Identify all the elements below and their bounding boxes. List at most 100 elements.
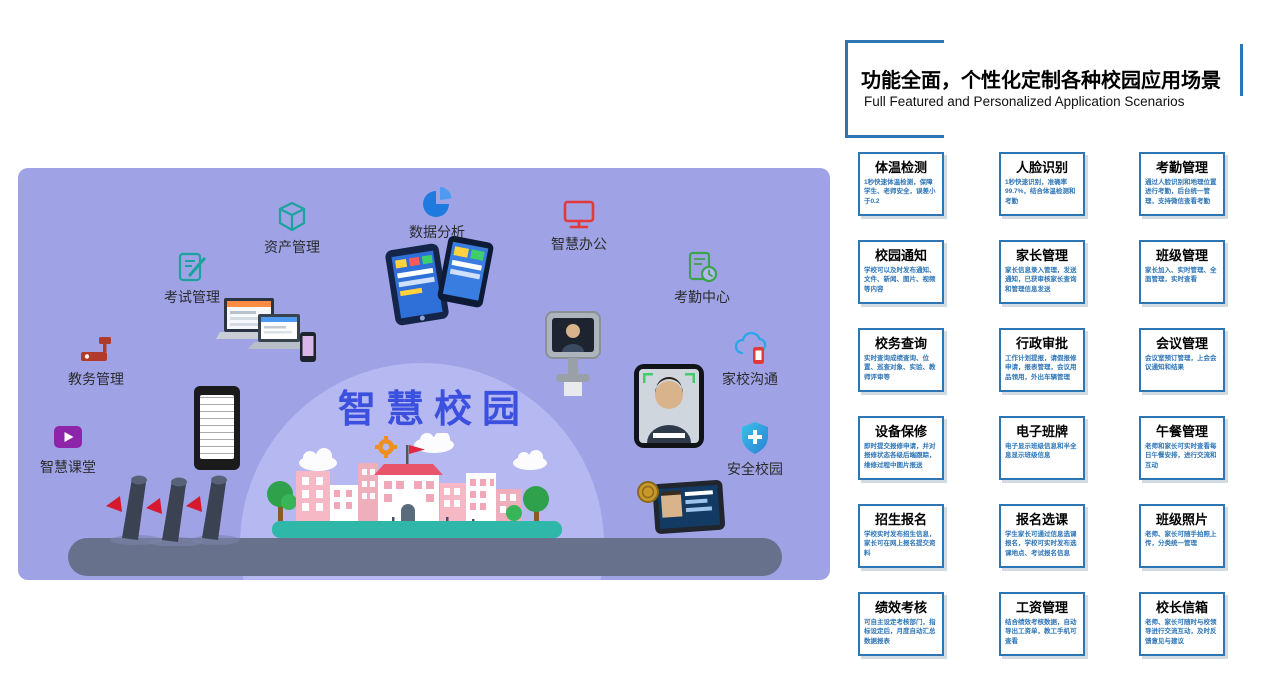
feature-card-temperature: 体温检测 1秒快速体温检测，保障学生、老师安全，误差小于0.2 [858, 152, 944, 216]
monitor-icon [563, 200, 595, 229]
feature-card-classboard: 电子班牌 电子显示班级信息和半全息显示班级信息 [999, 416, 1085, 480]
card-desc: 工作计划提报，请假报修申请，报表管理，会议用品领用，外出车辆管理 [1005, 355, 1077, 381]
card-desc: 老师和家长可实时查看每日午餐安排，进行交流和互动 [1145, 443, 1217, 469]
projector-icon [81, 337, 111, 361]
header-bracket-decoration [845, 40, 944, 138]
card-title: 行政审批 [1015, 336, 1068, 351]
feature-card-approval: 行政审批 工作计划提报，请假报修申请，报表管理，会议用品领用，外出车辆管理 [999, 328, 1085, 392]
campus-illustration-panel: 智慧校园 考试管理 资产管理 数据分析 [18, 168, 830, 580]
feature-exam: 考试管理 [154, 250, 230, 307]
feature-classroom: 智慧课堂 [30, 420, 106, 477]
exam-icon [178, 252, 206, 282]
card-desc: 可自主设定考核部门，指标设定后，月度自动汇总数据报表 [864, 619, 936, 645]
card-title: 校长信箱 [1155, 600, 1208, 615]
feature-card-performance: 绩效考核 可自主设定考核部门，指标设定后，月度自动汇总数据报表 [858, 592, 944, 656]
pie-chart-icon [423, 187, 452, 217]
card-desc: 电子显示班级信息和半全息显示班级信息 [1005, 443, 1077, 460]
card-title: 校务查询 [874, 336, 927, 351]
feature-card-salary: 工资管理 结合绩效考核数据，自动导出工资单，教工手机可查看 [999, 592, 1085, 656]
feature-card-query: 校务查询 实时查询成绩查询、位置、巡查对象、实验、教师评审等 [858, 328, 944, 392]
tablet-devices-image [385, 235, 494, 326]
gear-icon [375, 436, 397, 458]
card-desc: 实时查询成绩查询、位置、巡查对象、实验、教师评审等 [864, 355, 936, 381]
card-desc: 即时提交报修申请，并对报修状态各级后端跟踪，维修过程中图片报送 [864, 443, 936, 469]
feature-card-class: 班级管理 家长加入、实时管理、全面管理，实时查看 [1139, 240, 1225, 304]
card-title: 报名选课 [1015, 512, 1068, 527]
feature-card-attendance: 考勤管理 通过人脸识别和地理位置进行考勤，后台统一管理，支持微信查看考勤 [1139, 152, 1225, 216]
card-title: 校园通知 [874, 248, 927, 263]
classboard-terminal-image [637, 479, 726, 534]
video-play-icon [54, 426, 82, 448]
kiosk-device-image [545, 311, 601, 396]
card-desc: 会议室预订管理，上会会议通知和结果 [1145, 355, 1217, 372]
clouds-image [299, 433, 547, 471]
campus-ground [272, 521, 562, 538]
card-desc: 1秒快速识别，准确率99.7%，结合体温检测和考勤 [1005, 179, 1076, 205]
card-desc: 老师、家长可随时与校领导进行交流互动，及时反馈意见与建议 [1145, 619, 1217, 645]
feature-card-parents: 家长管理 家长信息录入管理，发送通知，已获审核家长查询和管理信息发送 [999, 240, 1085, 304]
feature-data: 数据分析 [399, 185, 475, 242]
card-title: 电子班牌 [1015, 424, 1068, 439]
card-title: 午餐管理 [1155, 424, 1208, 439]
card-title: 体温检测 [874, 160, 927, 175]
card-title: 班级照片 [1155, 512, 1208, 527]
card-title: 人脸识别 [1015, 160, 1068, 175]
card-desc: 结合绩效考核数据，自动导出工资单，教工手机可查看 [1005, 619, 1077, 645]
card-title: 绩效考核 [874, 600, 927, 615]
section-title: 功能全面，个性化定制各种校园应用场景 [861, 70, 1221, 92]
card-title: 招生报名 [874, 512, 927, 527]
cube-icon [278, 201, 306, 232]
feature-card-courses: 报名选课 学生家长可通过信息选课报名，学校可实时发布选课地点、考试报名信息 [999, 504, 1085, 568]
feature-label: 智慧办公 [551, 236, 607, 252]
card-title: 家长管理 [1015, 248, 1068, 263]
campus-buildings-image [267, 433, 562, 538]
header-vline-decoration [1240, 44, 1243, 96]
feature-card-photos: 班级照片 老师、家长可随手拍照上传，分类统一管理 [1139, 504, 1225, 568]
feature-card-mailbox: 校长信箱 老师、家长可随时与校领导进行交流互动，及时反馈意见与建议 [1139, 592, 1225, 656]
card-title: 工资管理 [1015, 600, 1068, 615]
laptops-image [216, 298, 316, 362]
feature-attendance: 考勤中心 [664, 250, 740, 307]
feature-office: 智慧办公 [541, 197, 617, 254]
feature-card-lunch: 午餐管理 老师和家长可实时查看每日午餐安排，进行交流和互动 [1139, 416, 1225, 480]
card-title: 班级管理 [1155, 248, 1208, 263]
feature-card-meeting: 会议管理 会议室预订管理，上会会议通知和结果 [1139, 328, 1225, 392]
feature-card-notice: 校园通知 学校可以及时发布通知、文件、新闻、图片、视频等内容 [858, 240, 944, 304]
face-recognition-phone-image [634, 364, 704, 448]
card-desc: 通过人脸识别和地理位置进行考勤，后台统一管理，支持微信查看考勤 [1145, 179, 1217, 205]
feature-label: 安全校园 [727, 461, 783, 477]
ereader-screen [200, 395, 234, 459]
card-desc: 家长信息录入管理，发送通知，已获审核家长查询和管理信息发送 [1005, 267, 1077, 293]
feature-label: 家校沟通 [722, 371, 778, 387]
card-title: 考勤管理 [1155, 160, 1208, 175]
section-subtitle: Full Featured and Personalized Applicati… [864, 94, 1185, 109]
card-desc: 学校可以及时发布通知、文件、新闻、图片、视频等内容 [864, 267, 936, 293]
card-title: 会议管理 [1155, 336, 1208, 351]
card-desc: 家长加入、实时管理、全面管理，实时查看 [1145, 267, 1217, 284]
card-desc: 学校实时发布招生信息，家长可在网上报名提交资料 [864, 531, 936, 557]
doc-clock-icon [688, 251, 718, 283]
card-desc: 老师、家长可随手拍照上传，分类统一管理 [1145, 531, 1217, 548]
feature-teaching: 教务管理 [58, 332, 134, 389]
feature-label: 数据分析 [409, 224, 465, 240]
shield-icon [742, 422, 768, 454]
feature-label: 资产管理 [264, 239, 320, 255]
feature-homeschool: 家校沟通 [712, 330, 788, 389]
feature-card-enrollment: 招生报名 学校实时发布招生信息，家长可在网上报名提交资料 [858, 504, 944, 568]
card-title: 设备保修 [874, 424, 927, 439]
red-flag-icon [409, 445, 425, 454]
center-title: 智慧校园 [338, 389, 531, 431]
feature-card-face: 人脸识别 1秒快速识别，准确率99.7%，结合体温检测和考勤 [999, 152, 1085, 216]
turnstile-gates-image [106, 475, 240, 546]
feature-safety: 安全校园 [717, 420, 793, 479]
ereader-device-image [194, 386, 240, 470]
card-desc: 学生家长可通过信息选课报名，学校可实时发布选课地点、考试报名信息 [1005, 531, 1077, 557]
feature-label: 考试管理 [164, 289, 220, 305]
feature-label: 智慧课堂 [40, 459, 96, 475]
feature-asset: 资产管理 [254, 200, 330, 257]
feature-card-repair: 设备保修 即时提交报修申请，并对报修状态各级后端跟踪，维修过程中图片报送 [858, 416, 944, 480]
feature-label: 教务管理 [68, 371, 124, 387]
card-desc: 1秒快速体温检测，保障学生、老师安全，误差小于0.2 [864, 179, 936, 205]
cloud-phone-icon [734, 331, 767, 364]
